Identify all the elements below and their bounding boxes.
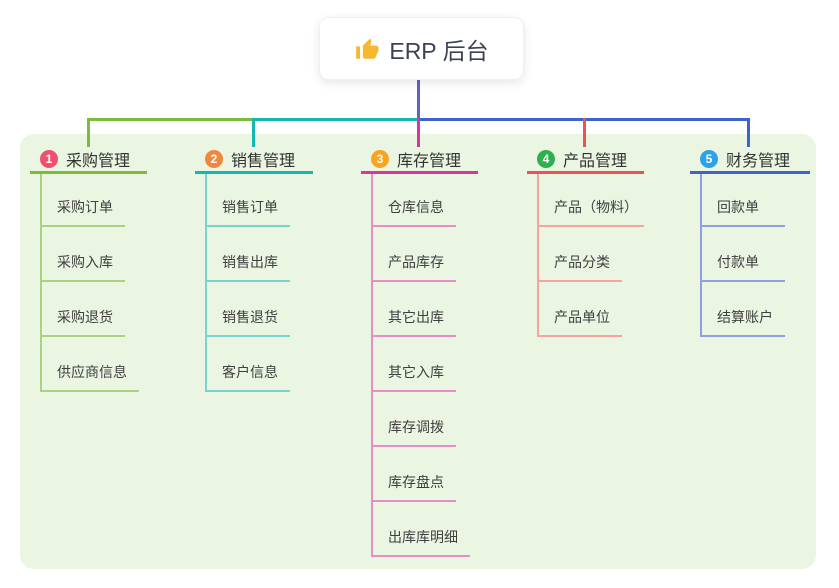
child-row: 结算账户: [690, 282, 810, 337]
child-node[interactable]: 付款单: [700, 252, 785, 282]
connector-drop-branch-2: [252, 118, 255, 147]
child-node[interactable]: 产品（物料）: [537, 197, 644, 227]
branch-children: 产品（物料） 产品分类 产品单位: [527, 174, 644, 337]
child-row: 仓库信息: [361, 174, 478, 227]
root-title: ERP 后台: [389, 37, 489, 64]
child-node[interactable]: 供应商信息: [40, 362, 139, 392]
branch-node-2[interactable]: 2 销售管理 销售订单 销售出库 销售退货 客户信息: [195, 147, 313, 392]
child-node[interactable]: 产品单位: [537, 307, 622, 337]
child-row: 采购入库: [30, 227, 147, 282]
child-row: 销售退货: [195, 282, 313, 337]
branch-title[interactable]: 5 财务管理: [690, 147, 810, 174]
child-node[interactable]: 出库库明细: [371, 527, 470, 557]
child-node[interactable]: 结算账户: [700, 307, 785, 337]
child-node[interactable]: 其它出库: [371, 307, 456, 337]
branch-number-badge: 1: [40, 150, 58, 168]
branch-number-badge: 4: [537, 150, 555, 168]
child-row: 销售出库: [195, 227, 313, 282]
branch-trunk-line: [205, 174, 207, 392]
child-row: 回款单: [690, 174, 810, 227]
child-node[interactable]: 回款单: [700, 197, 785, 227]
branch-title[interactable]: 3 库存管理: [361, 147, 478, 174]
branch-title[interactable]: 1 采购管理: [30, 147, 147, 174]
child-row: 付款单: [690, 227, 810, 282]
child-node[interactable]: 采购退货: [40, 307, 125, 337]
child-node[interactable]: 产品分类: [537, 252, 622, 282]
child-node[interactable]: 其它入库: [371, 362, 456, 392]
child-row: 客户信息: [195, 337, 313, 392]
child-row: 库存调拨: [361, 392, 478, 447]
branch-trunk-line: [40, 174, 42, 392]
child-row: 产品（物料）: [527, 174, 644, 227]
branch-number-badge: 2: [205, 150, 223, 168]
branch-label: 产品管理: [563, 153, 628, 170]
branch-number-badge: 5: [700, 150, 718, 168]
branch-node-3[interactable]: 3 库存管理 仓库信息 产品库存 其它出库 其它入库 库存调拨 库存盘点 出库库…: [361, 147, 478, 557]
child-row: 产品库存: [361, 227, 478, 282]
child-row: 其它出库: [361, 282, 478, 337]
branch-children: 销售订单 销售出库 销售退货 客户信息: [195, 174, 313, 392]
child-node[interactable]: 采购订单: [40, 197, 125, 227]
branch-label: 销售管理: [231, 153, 296, 170]
branch-trunk-line: [700, 174, 702, 337]
branch-label: 库存管理: [397, 153, 462, 170]
child-node[interactable]: 库存调拨: [371, 417, 456, 447]
child-node[interactable]: 销售出库: [205, 252, 290, 282]
branch-label: 采购管理: [66, 153, 131, 170]
connector-bus-branch-2: [252, 118, 420, 121]
child-node[interactable]: 客户信息: [205, 362, 290, 392]
child-row: 库存盘点: [361, 447, 478, 502]
branch-title[interactable]: 2 销售管理: [195, 147, 313, 174]
branch-node-5[interactable]: 5 财务管理 回款单 付款单 结算账户: [690, 147, 810, 337]
child-row: 出库库明细: [361, 502, 478, 557]
branch-node-4[interactable]: 4 产品管理 产品（物料） 产品分类 产品单位: [527, 147, 644, 337]
branch-label: 财务管理: [726, 153, 791, 170]
root-node[interactable]: ERP 后台: [319, 17, 524, 80]
connector-drop-branch-5: [747, 118, 750, 147]
child-node[interactable]: 产品库存: [371, 252, 456, 282]
child-row: 产品分类: [527, 227, 644, 282]
child-node[interactable]: 库存盘点: [371, 472, 456, 502]
child-node[interactable]: 仓库信息: [371, 197, 456, 227]
child-row: 销售订单: [195, 174, 313, 227]
child-row: 采购订单: [30, 174, 147, 227]
branch-node-1[interactable]: 1 采购管理 采购订单 采购入库 采购退货 供应商信息: [30, 147, 147, 392]
branch-trunk-line: [537, 174, 539, 337]
branch-children: 回款单 付款单 结算账户: [690, 174, 810, 337]
connector-drop-branch-3: [417, 118, 420, 147]
child-node[interactable]: 采购入库: [40, 252, 125, 282]
branch-title[interactable]: 4 产品管理: [527, 147, 644, 174]
thumbs-up-icon: [356, 38, 379, 59]
child-row: 供应商信息: [30, 337, 147, 392]
mindmap-background-panel: [20, 134, 816, 569]
child-row: 采购退货: [30, 282, 147, 337]
branch-children: 采购订单 采购入库 采购退货 供应商信息: [30, 174, 147, 392]
branch-children: 仓库信息 产品库存 其它出库 其它入库 库存调拨 库存盘点 出库库明细: [361, 174, 478, 557]
connector-drop-branch-1: [87, 118, 90, 147]
child-row: 其它入库: [361, 337, 478, 392]
connector-root-line: [417, 80, 420, 118]
branch-trunk-line: [371, 174, 373, 557]
child-node[interactable]: 销售退货: [205, 307, 290, 337]
child-row: 产品单位: [527, 282, 644, 337]
child-node[interactable]: 销售订单: [205, 197, 290, 227]
connector-drop-branch-4: [583, 118, 586, 147]
branch-number-badge: 3: [371, 150, 389, 168]
